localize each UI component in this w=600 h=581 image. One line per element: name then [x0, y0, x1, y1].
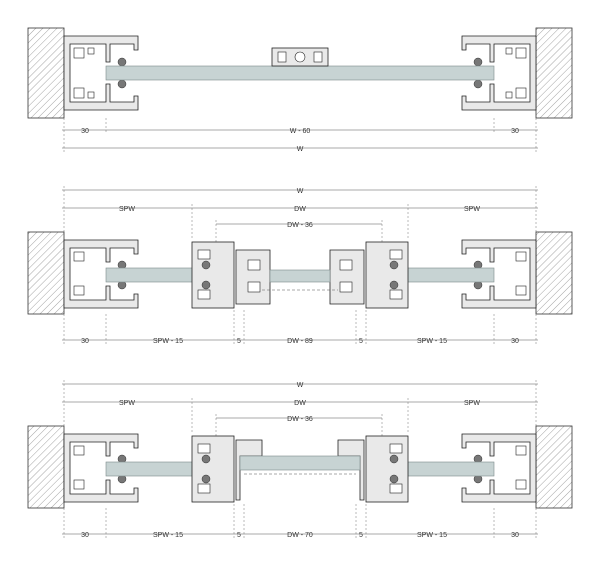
dim-label: DW — [294, 400, 306, 407]
dim-label: SPW — [119, 400, 135, 407]
frame-profile-left — [63, 35, 139, 111]
dim-label: 30 — [81, 128, 89, 135]
dim-label: 5 — [237, 532, 241, 539]
wall-right — [535, 27, 573, 119]
panel-double-sliding-b — [27, 380, 573, 509]
dim-label: SPW — [464, 400, 480, 407]
dim-label: DW — [294, 206, 306, 213]
dim-label: SPW - 15 — [417, 338, 447, 345]
dim-label: 30 — [81, 532, 89, 539]
dim-label: 5 — [359, 338, 363, 345]
overall-width-label: W — [297, 188, 304, 195]
panel-fixed — [27, 27, 573, 152]
top-clip-profile — [271, 47, 329, 67]
frame-profile-right — [461, 35, 537, 111]
dim-label: SPW — [464, 206, 480, 213]
dim-label: SPW — [119, 206, 135, 213]
inner-dim-label: DW - 36 — [287, 222, 313, 229]
panel-double-sliding-a — [27, 186, 573, 315]
glass-pane — [105, 65, 495, 81]
dim-label: 5 — [237, 338, 241, 345]
wall-left — [27, 27, 65, 119]
overall-width-label: W — [297, 382, 304, 389]
bottom-dims-a — [62, 310, 538, 344]
bottom-dims-b — [62, 504, 538, 538]
dim-label: 30 — [511, 338, 519, 345]
dim-label: 5 — [359, 532, 363, 539]
dim-label: SPW - 15 — [417, 532, 447, 539]
dim-label: DW - 89 — [287, 338, 313, 345]
overall-width-label: W — [297, 146, 304, 153]
dim-label: 30 — [511, 128, 519, 135]
dim-label: 30 — [81, 338, 89, 345]
dim-label: W - 60 — [290, 128, 311, 135]
dim-label: SPW - 15 — [153, 532, 183, 539]
dim-label: SPW - 15 — [153, 338, 183, 345]
dim-label: 30 — [511, 532, 519, 539]
inner-dim-label: DW - 36 — [287, 416, 313, 423]
dim-label: DW - 70 — [287, 532, 313, 539]
